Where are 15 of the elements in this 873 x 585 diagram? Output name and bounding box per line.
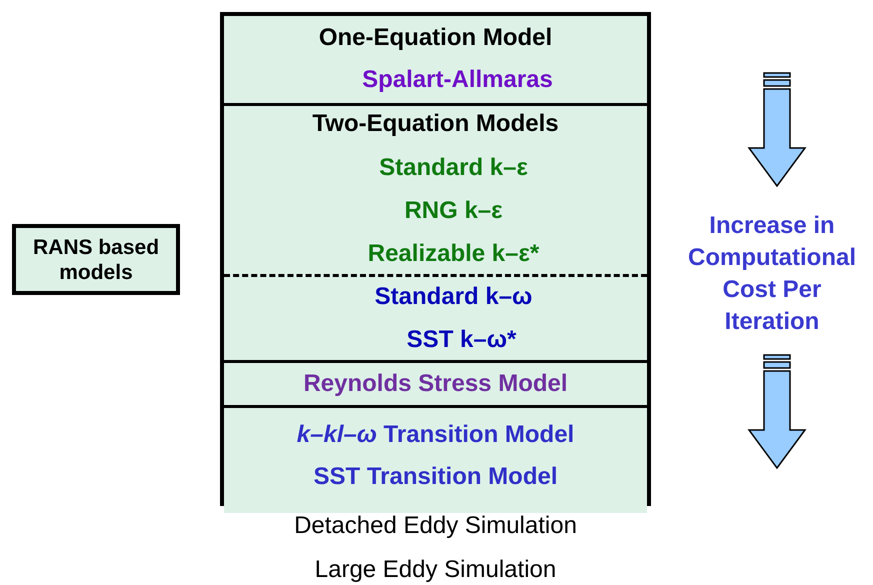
model-name: SST k–ω* [406, 326, 516, 354]
section-heading: One-Equation Model [318, 24, 552, 52]
model-name: Spalart-Allmaras [362, 66, 553, 94]
model-name: Standard k–ω [374, 283, 532, 311]
model-name: Reynolds Stress Model [303, 370, 568, 398]
model-name: SST Transition Model [313, 463, 558, 491]
method-label: Detached Eddy Simulation [293, 512, 578, 540]
section-heading: k–kl–ω Transition Model [296, 421, 574, 449]
model-name: RNG k–ε [404, 197, 503, 225]
model-name: Standard k–ε [379, 154, 528, 182]
method-label: Large Eddy Simulation [314, 556, 558, 584]
model-name: Realizable k–ε* [368, 240, 540, 268]
section-heading: Two-Equation Models [312, 110, 559, 138]
category-box: RANS based models [12, 224, 180, 295]
axis-note: Increase in Computational Cost Per Iteration [687, 211, 857, 337]
